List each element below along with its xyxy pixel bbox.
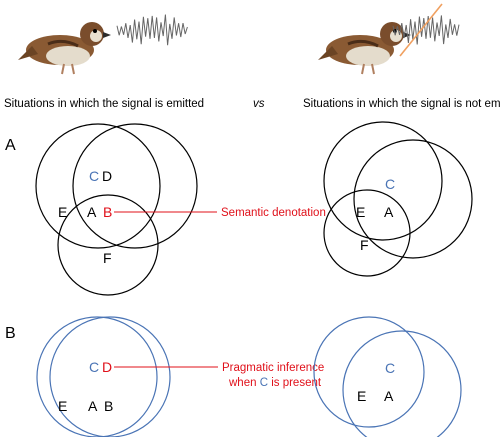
right-caption: Situations in which the signal is not em… bbox=[303, 98, 500, 110]
crossed-signal-icon bbox=[392, 3, 460, 57]
semantic-denotation-label: Semantic denotation bbox=[221, 207, 326, 219]
panel-a-label: A bbox=[5, 137, 16, 154]
venn-circle bbox=[36, 316, 158, 437]
region-c: C bbox=[89, 359, 99, 375]
panel-a-left-venn: C D E A B F bbox=[35, 123, 198, 296]
region-e: E bbox=[357, 388, 366, 404]
venn-circle bbox=[72, 123, 198, 249]
venn-circle bbox=[353, 139, 473, 259]
venn-circle bbox=[35, 123, 161, 249]
venn-circle bbox=[57, 194, 159, 296]
venn-circle bbox=[342, 330, 462, 437]
venn-circle bbox=[323, 189, 411, 277]
region-e: E bbox=[356, 204, 365, 220]
panel-a-right-venn: C E A F bbox=[323, 121, 473, 277]
when-c-present-label: when C is present bbox=[228, 377, 322, 389]
region-a: A bbox=[384, 388, 394, 404]
inline-c: C bbox=[260, 377, 268, 389]
region-e: E bbox=[58, 204, 67, 220]
venn-circle bbox=[49, 316, 171, 437]
pragmatic-inference-label: Pragmatic inference bbox=[222, 362, 324, 374]
region-a: A bbox=[88, 398, 98, 414]
panel-b-label: B bbox=[5, 325, 16, 342]
sparrow-icon bbox=[18, 22, 111, 75]
signal-waveform-icon bbox=[116, 14, 188, 46]
left-caption: Situations in which the signal is emitte… bbox=[4, 98, 204, 110]
region-c: C bbox=[89, 168, 99, 184]
region-d: D bbox=[102, 359, 112, 375]
venn-circle bbox=[313, 316, 425, 428]
region-c: C bbox=[385, 176, 395, 192]
vs-label: vs bbox=[253, 98, 265, 110]
panel-b-left-venn: C D E A B bbox=[36, 316, 171, 437]
region-a: A bbox=[87, 204, 97, 220]
region-d: D bbox=[102, 168, 112, 184]
region-e: E bbox=[58, 398, 67, 414]
region-f: F bbox=[360, 237, 369, 253]
region-f: F bbox=[103, 250, 112, 266]
venn-circle bbox=[323, 121, 443, 241]
region-b: B bbox=[104, 398, 113, 414]
panel-b-right-venn: C E A bbox=[313, 316, 462, 437]
region-a: A bbox=[384, 204, 394, 220]
region-b: B bbox=[103, 204, 112, 220]
region-c: C bbox=[385, 360, 395, 376]
